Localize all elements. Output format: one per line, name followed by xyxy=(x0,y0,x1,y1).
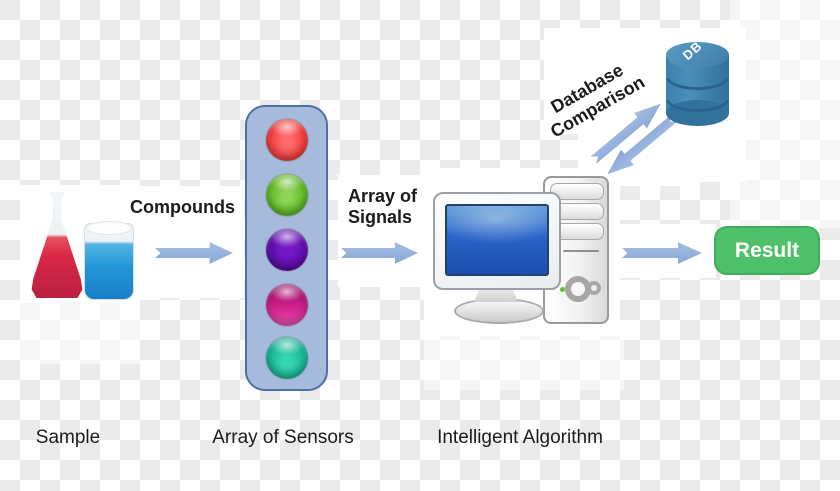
reset-button-icon xyxy=(587,281,601,295)
monitor-screen xyxy=(445,204,549,276)
sensor-light-green xyxy=(266,174,308,216)
monitor-neck xyxy=(474,288,518,302)
white-backing-signals xyxy=(338,175,435,287)
sensor-lights xyxy=(247,107,326,389)
db-cylinder-top xyxy=(666,42,729,68)
monitor xyxy=(433,192,561,290)
array-of-sensors-caption: Array of Sensors xyxy=(212,427,354,448)
tower-slot xyxy=(563,250,599,252)
beaker xyxy=(84,221,134,300)
power-led xyxy=(560,287,565,292)
array-of-signals-label: Array of Signals xyxy=(348,186,418,227)
white-backing-compounds xyxy=(132,186,244,298)
sample-caption: Sample xyxy=(35,427,101,448)
drive-bay xyxy=(550,183,604,200)
sensor-light-purple xyxy=(266,229,308,271)
white-backing-computer-fade xyxy=(424,335,624,390)
sensor-light-magenta xyxy=(266,284,308,326)
white-backing-sample-fade xyxy=(20,302,140,364)
sensor-array-panel xyxy=(245,105,328,391)
white-backing-topright-fade xyxy=(730,0,840,228)
intelligent-algorithm-caption: Intelligent Algorithm xyxy=(437,427,603,448)
result-box: Result xyxy=(714,226,820,275)
database-cylinder: DB xyxy=(666,38,729,126)
compounds-label: Compounds xyxy=(130,197,235,217)
result-label: Result xyxy=(734,238,800,262)
sensor-light-teal xyxy=(266,337,308,379)
sensor-light-red xyxy=(266,119,308,161)
